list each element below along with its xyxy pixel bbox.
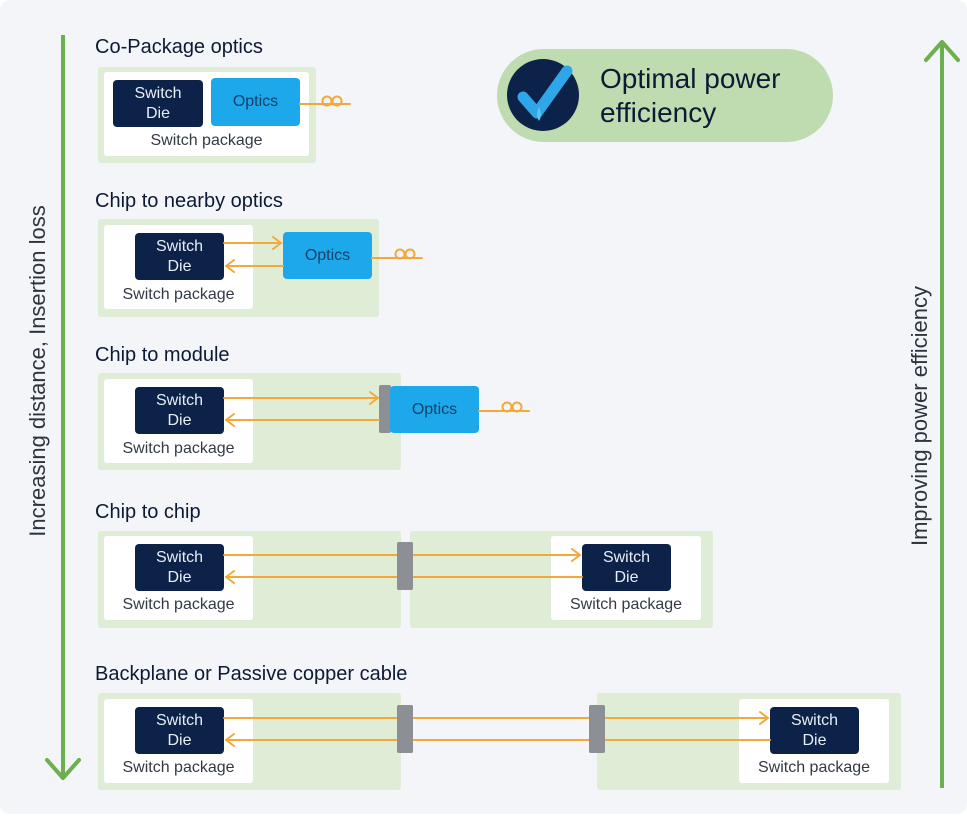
switch-die-line2: Die [614,568,639,586]
section-title-chip-to-chip: Chip to chip [95,501,201,523]
connector-overlay [397,542,413,590]
section-title-co-package: Co-Package optics [95,36,263,58]
switch-die-line1: Switch [155,391,204,409]
switch-die: Switch Die [135,707,224,754]
arrow-right-icon [759,711,769,725]
switch-die: Switch Die [582,544,671,591]
badge-text: Optimal power efficiency [600,63,781,128]
switch-die: Switch Die [135,387,224,434]
connector [379,385,391,433]
switch-die-line2: Die [167,257,192,275]
switch-package-label: Switch package [569,596,683,613]
connector-overlay [589,705,605,753]
switch-die-line1: Switch [155,711,204,729]
switch-package-label: Switch package [122,596,235,613]
arrow-right-icon [571,548,581,562]
switch-die-line1: Switch [134,84,182,102]
switch-die-line1: Switch [155,548,204,566]
switch-package-label: Switch package [122,286,235,303]
right-up-arrow [924,40,960,788]
left-down-arrow [45,35,81,780]
switch-die-line1: Switch [155,237,204,255]
switch-die-line2: Die [167,411,192,429]
connector-overlay [397,705,413,753]
switch-package-label: Switch package [122,440,235,457]
switch-die: Switch Die [113,80,203,127]
switch-die-line2: Die [167,568,192,586]
switch-die: Switch Die [770,707,859,754]
optics-module: Optics [211,78,300,126]
switch-package-label: Switch package [150,132,263,149]
switch-package-label: Switch package [122,759,235,776]
switch-die-line1: Switch [602,548,651,566]
arrow-left-icon [225,259,235,273]
optics-module: Optics [283,232,372,279]
arrow-right-icon [272,236,282,250]
arrow-right-icon [369,391,379,405]
optics-module: Optics [390,386,479,433]
arrow-left-icon [225,733,235,747]
section-title-chip-to-module: Chip to module [95,344,230,366]
section-title-backplane: Backplane or Passive copper cable [95,663,408,685]
arrow-left-icon [225,570,235,584]
arrow-left-icon [225,413,235,427]
switch-die-line2: Die [802,731,827,749]
switch-die-line2: Die [145,104,170,122]
switch-die: Switch Die [135,544,224,591]
switch-die-line1: Switch [790,711,839,729]
section-title-nearby-optics: Chip to nearby optics [95,190,283,212]
switch-package-label: Switch package [757,759,871,776]
check-circle-icon [507,59,579,131]
switch-die: Switch Die [135,233,224,280]
switch-die-line2: Die [167,731,192,749]
